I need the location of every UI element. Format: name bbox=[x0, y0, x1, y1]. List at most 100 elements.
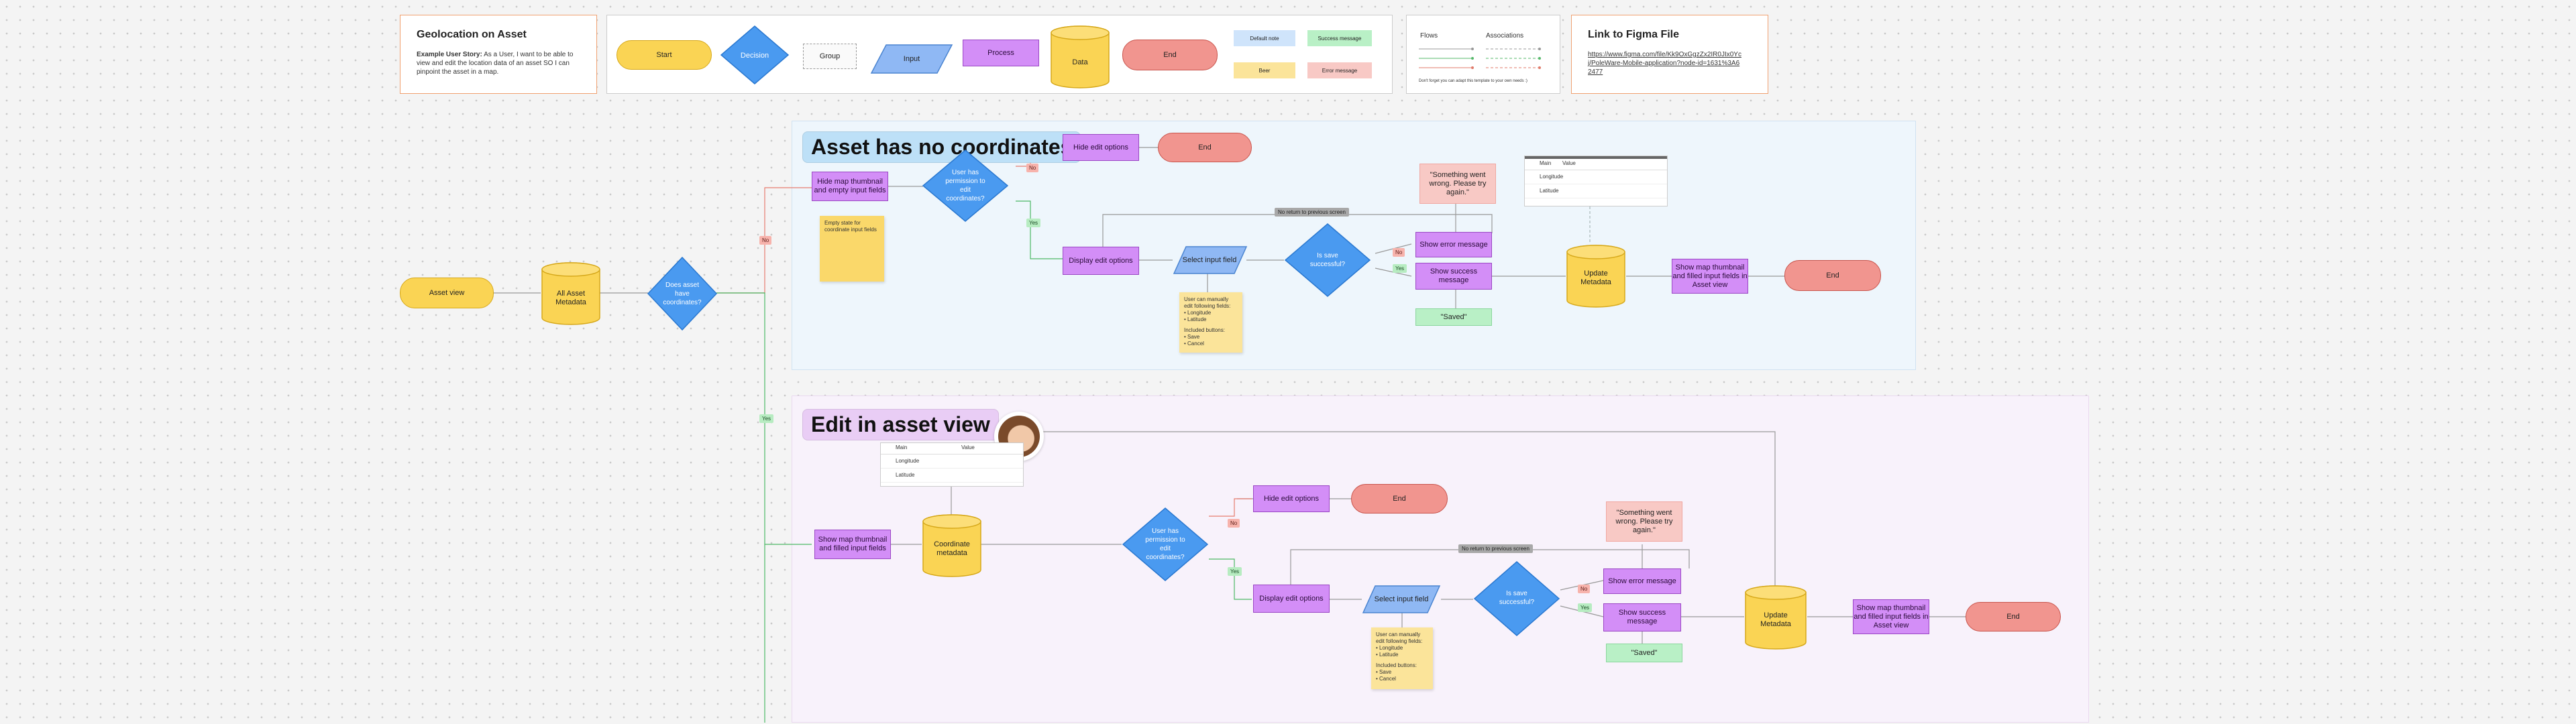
main-no-tag: No bbox=[759, 236, 772, 245]
legend-data: Data bbox=[1072, 58, 1088, 66]
s2-show-map-filled: Show map thumbnail and filled input fiel… bbox=[1853, 599, 1929, 634]
s2-return-tag: No return to previous screen bbox=[1458, 544, 1533, 553]
legend-decision-shape bbox=[720, 25, 790, 84]
s2-table-header: Main Value bbox=[881, 443, 1023, 455]
s2-yes-tag-2: Yes bbox=[1578, 603, 1593, 612]
s1-no-tag-2: No bbox=[1393, 248, 1405, 257]
s1-return-tag: No return to previous screen bbox=[1275, 208, 1349, 217]
s1-show-error: Show error message bbox=[1415, 232, 1492, 257]
s2-table-h-main: Main bbox=[896, 444, 908, 450]
s1-sticky-line-1: • Longitude bbox=[1184, 310, 1212, 316]
story-label: Example User Story: bbox=[417, 51, 482, 58]
s2-select-input: Select input field bbox=[1374, 595, 1429, 603]
asset-view-start: Asset view bbox=[400, 278, 494, 308]
all-asset-metadata: All Asset Metadata bbox=[555, 290, 586, 306]
associations-label: Associations bbox=[1486, 32, 1524, 40]
s1-no-tag: No bbox=[1026, 164, 1039, 172]
s1-hide-edit: Hide edit options bbox=[1063, 134, 1139, 161]
legend-default-note: Default note bbox=[1234, 30, 1295, 46]
s1-table-row-longitude: Longitude bbox=[1525, 170, 1667, 184]
s2-sticky-line-6: • Cancel bbox=[1376, 676, 1396, 682]
section2-title: Edit in asset view bbox=[802, 409, 999, 440]
figma-title: Link to Figma File bbox=[1588, 29, 1680, 40]
s2-coord-metadata-shape bbox=[922, 514, 981, 577]
s1-select-input: Select input field bbox=[1182, 255, 1237, 264]
legend-process: Process bbox=[963, 40, 1039, 66]
legend-decision: Decision bbox=[740, 51, 769, 60]
s1-sticky-line-0: User can manually edit following fields: bbox=[1184, 296, 1231, 309]
s2-update-metadata: Update Metadata bbox=[1760, 611, 1791, 628]
s2-permission: User has permission to edit coordinates? bbox=[1145, 528, 1185, 561]
s1-save-successful: Is save successful? bbox=[1309, 252, 1346, 268]
s1-permission: User has permission to edit coordinates? bbox=[945, 169, 985, 202]
figma-link[interactable]: https://www.figma.com/file/Kk9OxGgzZx2IR… bbox=[1588, 51, 1741, 76]
s1-sticky-empty-text: Empty state for coordinate input fields bbox=[824, 220, 877, 233]
title-card: Geolocation on Asset Example User Story:… bbox=[400, 15, 597, 94]
s1-end: End bbox=[1158, 133, 1252, 162]
flows-footnote: Don't forget you can adapt this template… bbox=[1419, 79, 1527, 83]
legend-data-shape bbox=[1051, 25, 1110, 88]
s2-sticky-line-0: User can manually edit following fields: bbox=[1376, 631, 1423, 644]
s1-save-successful-shape bbox=[1284, 223, 1371, 297]
s2-show-success: Show success message bbox=[1603, 603, 1681, 631]
s1-table-h-main: Main bbox=[1540, 160, 1552, 166]
legend-success: Success message bbox=[1307, 30, 1372, 46]
s1-sticky-line-4: Included buttons: bbox=[1184, 327, 1225, 333]
s1-table-row-latitude: Latitude bbox=[1525, 184, 1667, 198]
s2-yes-tag: Yes bbox=[1228, 567, 1242, 576]
s1-select-input-shape bbox=[1173, 246, 1248, 274]
s1-coords-table: Main Value Longitude Latitude bbox=[1524, 156, 1668, 206]
legend-error: Error message bbox=[1307, 62, 1372, 78]
s2-no-tag-2: No bbox=[1578, 585, 1591, 593]
s1-update-metadata-shape bbox=[1566, 245, 1625, 308]
s2-display-edit: Display edit options bbox=[1253, 585, 1330, 613]
s2-table-row-latitude: Latitude bbox=[881, 469, 1023, 483]
s2-latitude-label: Latitude bbox=[896, 472, 915, 478]
avatar bbox=[994, 412, 1044, 461]
section1-title: Asset has no coordinates bbox=[802, 131, 1081, 163]
s2-save-successful-shape bbox=[1473, 561, 1560, 636]
s2-sticky-line-2: • Latitude bbox=[1376, 652, 1399, 658]
s1-sticky-empty-state: Empty state for coordinate input fields bbox=[820, 216, 884, 282]
s1-error-text: "Something went wrong. Please try again.… bbox=[1419, 164, 1496, 204]
s2-select-input-shape bbox=[1362, 585, 1441, 613]
s1-sticky-edit-fields: User can manually edit following fields:… bbox=[1179, 292, 1242, 353]
legend-input: Input bbox=[903, 54, 920, 63]
s1-latitude-label: Latitude bbox=[1540, 188, 1559, 194]
s1-table-header: Main Value bbox=[1525, 156, 1667, 170]
s2-longitude-label: Longitude bbox=[896, 458, 920, 464]
s1-show-map-filled: Show map thumbnail and filled input fiel… bbox=[1672, 259, 1748, 294]
flows-label: Flows bbox=[1420, 32, 1438, 40]
s2-sticky-line-4: Included buttons: bbox=[1376, 662, 1417, 668]
legend-input-shape bbox=[870, 44, 953, 74]
s2-table-row-longitude: Longitude bbox=[881, 455, 1023, 469]
s1-display-edit: Display edit options bbox=[1063, 247, 1139, 275]
s1-saved: "Saved" bbox=[1415, 308, 1492, 326]
s1-permission-shape bbox=[922, 149, 1009, 222]
legend-start: Start bbox=[616, 40, 712, 70]
s1-sticky-line-6: • Cancel bbox=[1184, 341, 1204, 347]
figma-card: Link to Figma File https://www.figma.com… bbox=[1571, 15, 1768, 94]
flows-card: Flows Associations Don't forget you can … bbox=[1406, 15, 1560, 94]
s2-table-h-value: Value bbox=[961, 444, 975, 450]
s1-sticky-line-2: • Latitude bbox=[1184, 316, 1207, 322]
s1-table-h-value: Value bbox=[1562, 160, 1576, 166]
story-text: Example User Story: As a User, I want to… bbox=[417, 50, 584, 76]
s2-coords-table: Main Value Longitude Latitude bbox=[880, 442, 1024, 487]
s2-sticky-line-5: • Save bbox=[1376, 669, 1392, 675]
s2-end: End bbox=[1351, 484, 1448, 514]
s2-save-successful: Is save successful? bbox=[1499, 590, 1535, 606]
s1-yes-tag-2: Yes bbox=[1393, 264, 1407, 273]
s2-hide-edit: Hide edit options bbox=[1253, 485, 1330, 512]
legend-end: End bbox=[1122, 40, 1218, 70]
s2-end-2: End bbox=[1966, 602, 2061, 631]
s2-update-metadata-shape bbox=[1745, 585, 1807, 650]
s2-permission-shape bbox=[1122, 507, 1209, 581]
s1-sticky-line-5: • Save bbox=[1184, 334, 1200, 340]
decision-coords: Does asset have coordinates? bbox=[663, 281, 702, 306]
s2-no-tag: No bbox=[1228, 519, 1240, 528]
s1-hide-map: Hide map thumbnail and empty input field… bbox=[812, 172, 888, 201]
legend-card: Start Decision Group Input Process Data … bbox=[606, 15, 1393, 94]
s1-yes-tag: Yes bbox=[1026, 219, 1041, 227]
legend-group: Group bbox=[803, 44, 857, 69]
